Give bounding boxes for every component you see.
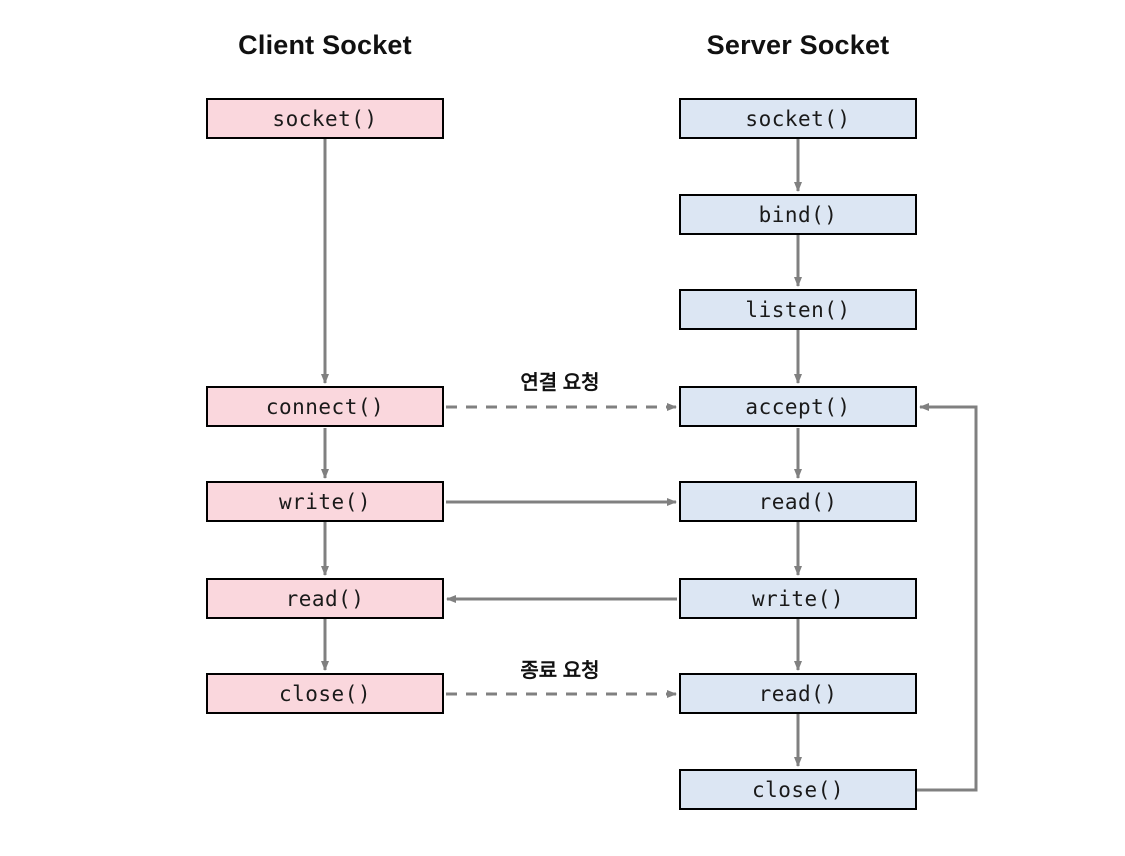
node-client-write[interactable]: write() bbox=[206, 481, 444, 522]
node-client-read[interactable]: read() bbox=[206, 578, 444, 619]
node-server-read-2[interactable]: read() bbox=[679, 673, 917, 714]
node-server-read-1[interactable]: read() bbox=[679, 481, 917, 522]
node-server-close[interactable]: close() bbox=[679, 769, 917, 810]
edge-label-close-request: 종료 요청 bbox=[520, 660, 600, 682]
node-client-close[interactable]: close() bbox=[206, 673, 444, 714]
edge-label-connect-request: 연결 요청 bbox=[520, 372, 600, 394]
server-column-title: Server Socket bbox=[706, 30, 890, 60]
node-client-socket[interactable]: socket() bbox=[206, 98, 444, 139]
node-client-connect[interactable]: connect() bbox=[206, 386, 444, 427]
edge-serverclose-loop-accept bbox=[917, 403, 978, 792]
node-server-accept[interactable]: accept() bbox=[679, 386, 917, 427]
node-server-write[interactable]: write() bbox=[679, 578, 917, 619]
client-column-title: Client Socket bbox=[238, 30, 412, 60]
node-server-socket[interactable]: socket() bbox=[679, 98, 917, 139]
node-server-listen[interactable]: listen() bbox=[679, 289, 917, 330]
node-server-bind[interactable]: bind() bbox=[679, 194, 917, 235]
